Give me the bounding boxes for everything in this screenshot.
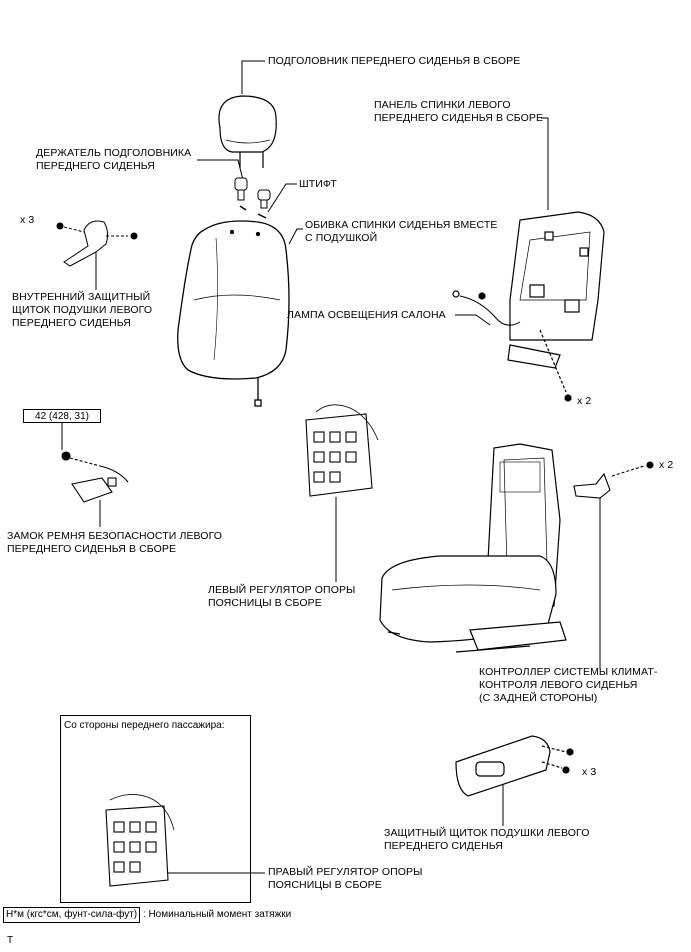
legend-text: : Номинальный момент затяжки (142, 909, 292, 920)
leader-lamp (455, 314, 491, 326)
label-cushion-shield: ЗАЩИТНЫЙ ЩИТОК ПОДУШКИ ЛЕВОГО ПЕРЕДНЕГО … (384, 827, 590, 852)
leader-pin (267, 183, 297, 213)
left-lumbar-support (305, 404, 379, 497)
front-passenger-inset: Со стороны переднего пассажира: (60, 715, 251, 903)
label-controller: КОНТРОЛЛЕР СИСТЕМЫ КЛИМАТ- КОНТРОЛЯ ЛЕВО… (479, 666, 658, 704)
legend-unit: Н*м (кгс*см, фунт-сила-фут) (3, 907, 141, 923)
label-left-lumbar: ЛЕВЫЙ РЕГУЛЯТОР ОПОРЫ ПОЯСНИЦЫ В СБОРЕ (208, 584, 356, 609)
cushion-shield-part (455, 735, 574, 797)
label-headrest-holder: ДЕРЖАТЕЛЬ ПОДГОЛОВНИКА ПЕРЕДНЕГО СИДЕНЬЯ (36, 147, 192, 172)
leader-headrest (241, 60, 265, 94)
label-pin: ШТИФТ (299, 178, 337, 190)
seat-frame-assembly (379, 443, 567, 653)
label-qty-x2-controller: x 2 (659, 459, 674, 471)
torque-value-box: 42 (428, 31) (23, 409, 101, 423)
inner-shield-part (56, 220, 138, 267)
seat-back-cover (177, 220, 290, 407)
torque-legend: Н*м (кгс*см, фунт-сила-фут) : Номинальны… (3, 907, 291, 923)
label-right-lumbar: ПРАВЫЙ РЕГУЛЯТОР ОПОРЫ ПОЯСНИЦЫ В СБОРЕ (268, 866, 423, 891)
label-qty-x2-panel: x 2 (577, 395, 592, 407)
leader-back-panel (541, 117, 549, 210)
headrest-assembly (218, 95, 277, 168)
label-buckle: ЗАМОК РЕМНЯ БЕЗОПАСНОСТИ ЛЕВОГО ПЕРЕДНЕГ… (7, 530, 223, 555)
label-lamp: ЛАМПА ОСВЕЩЕНИЯ САЛОНА (287, 309, 446, 321)
right-lumbar-support (105, 794, 175, 887)
label-inner-shield: ВНУТРЕННИЙ ЗАЩИТНЫЙ ЩИТОК ПОДУШКИ ЛЕВОГО… (12, 291, 153, 329)
seat-back-panel (452, 211, 605, 402)
label-headrest: ПОДГОЛОВНИК ПЕРЕДНЕГО СИДЕНЬЯ В СБОРЕ (268, 55, 521, 67)
leader-holder (197, 159, 244, 181)
inset-title: Со стороны переднего пассажира: (64, 720, 225, 731)
label-qty-x3-right: x 3 (582, 766, 597, 778)
holders (234, 177, 271, 219)
climate-controller (573, 461, 654, 499)
label-qty-x3-left: x 3 (20, 214, 35, 226)
label-back-cover: ОБИВКА СПИНКИ СИДЕНЬЯ ВМЕСТЕ С ПОДУШКОЙ (305, 219, 498, 244)
corner-mark: T (7, 935, 14, 946)
seat-belt-buckle (61, 451, 129, 503)
label-back-panel: ПАНЕЛЬ СПИНКИ ЛЕВОГО ПЕРЕДНЕГО СИДЕНЬЯ В… (374, 99, 544, 124)
leader-cover (288, 228, 303, 245)
